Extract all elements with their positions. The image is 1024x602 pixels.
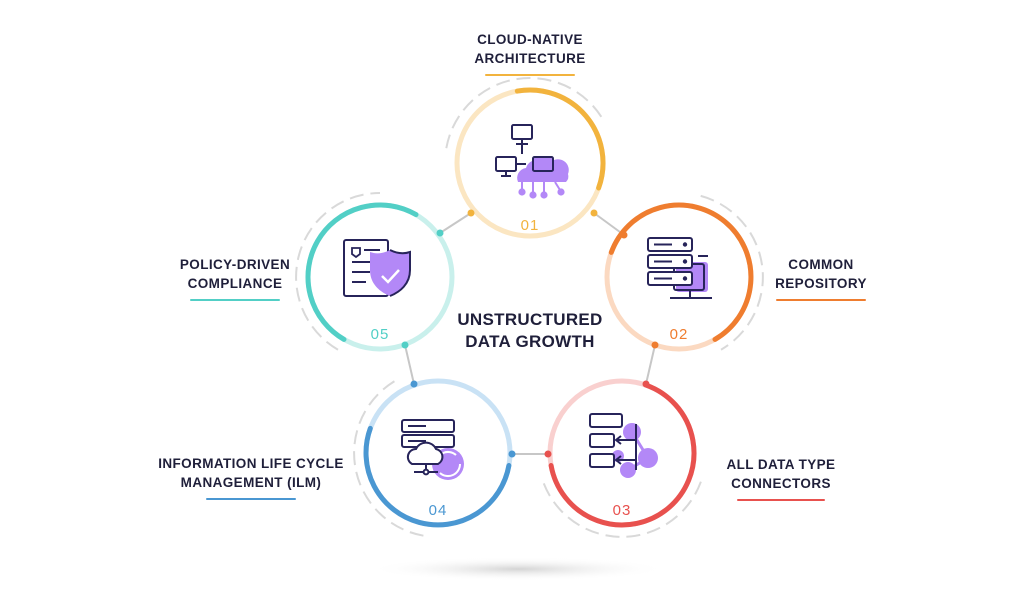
floor-shadow (368, 557, 668, 581)
label-04: INFORMATION LIFE CYCLE MANAGEMENT (ILM) (146, 454, 356, 500)
label-04-line2: MANAGEMENT (ILM) (180, 475, 322, 490)
connector-01-05 (439, 212, 472, 234)
label-01-underline (485, 74, 575, 76)
label-03-underline (737, 499, 825, 501)
connector-dot (651, 341, 659, 349)
connector-dot (410, 380, 418, 388)
connector-dot (544, 450, 552, 458)
connector-dot (436, 229, 444, 237)
ring-accent (514, 87, 606, 191)
label-05: POLICY-DRIVEN COMPLIANCE (160, 255, 310, 301)
connector-dot (590, 209, 598, 217)
dashed-ring (445, 77, 605, 149)
label-05-line2: COMPLIANCE (187, 276, 283, 291)
ring-accent (305, 202, 419, 342)
ring-accent (363, 425, 512, 528)
label-02-line1: COMMON (788, 257, 854, 272)
policy-shield-icon (343, 239, 411, 297)
step-circle-02: 02 (604, 194, 764, 352)
server-repository-icon (647, 237, 712, 299)
label-01-line2: ARCHITECTURE (474, 51, 586, 66)
step-number-04: 04 (429, 502, 448, 519)
connector-dot (620, 231, 628, 239)
step-number-05: 05 (371, 326, 390, 343)
connector-04-05 (404, 344, 415, 385)
label-01-line1: CLOUD-NATIVE (477, 32, 583, 47)
connector-dot (467, 209, 475, 217)
label-05-line1: POLICY-DRIVEN (179, 257, 291, 272)
label-04-line1: INFORMATION LIFE CYCLE (158, 456, 344, 471)
connector-01-02 (593, 212, 625, 236)
label-03: ALL DATA TYPE CONNECTORS (706, 455, 856, 501)
lifecycle-management-icon (401, 419, 464, 480)
center-title-line2: DATA GROWTH (465, 332, 595, 351)
step-circle-01: 01 (445, 77, 606, 239)
dashed-ring (700, 194, 764, 351)
connector-dot (401, 341, 409, 349)
label-04-underline (206, 498, 296, 500)
dashed-ring (542, 481, 702, 538)
label-01: CLOUD-NATIVE ARCHITECTURE (440, 30, 620, 76)
label-02-underline (776, 299, 866, 301)
ring-accent (548, 382, 697, 528)
label-05-underline (190, 299, 280, 301)
step-number-01: 01 (521, 217, 540, 234)
label-02: COMMON REPOSITORY (756, 255, 886, 301)
connector-dot (642, 380, 650, 388)
step-number-03: 03 (613, 502, 632, 519)
label-02-line2: REPOSITORY (775, 276, 867, 291)
connectors (404, 212, 656, 455)
center-title-line1: UNSTRUCTURED (457, 310, 603, 329)
step-number-02: 02 (670, 326, 689, 343)
step-circles: 01 02 03 04 05 (295, 77, 764, 538)
connector-dot (508, 450, 516, 458)
label-03-line1: ALL DATA TYPE (726, 457, 836, 472)
connector-02-03 (645, 344, 656, 385)
center-title: UNSTRUCTURED DATA GROWTH (430, 309, 630, 353)
dashed-ring (295, 192, 381, 351)
data-connectors-icon (589, 413, 658, 478)
cloud-network-icon (495, 124, 569, 199)
ring-accent (608, 202, 754, 342)
label-03-line2: CONNECTORS (731, 476, 831, 491)
dashed-ring (353, 379, 424, 537)
